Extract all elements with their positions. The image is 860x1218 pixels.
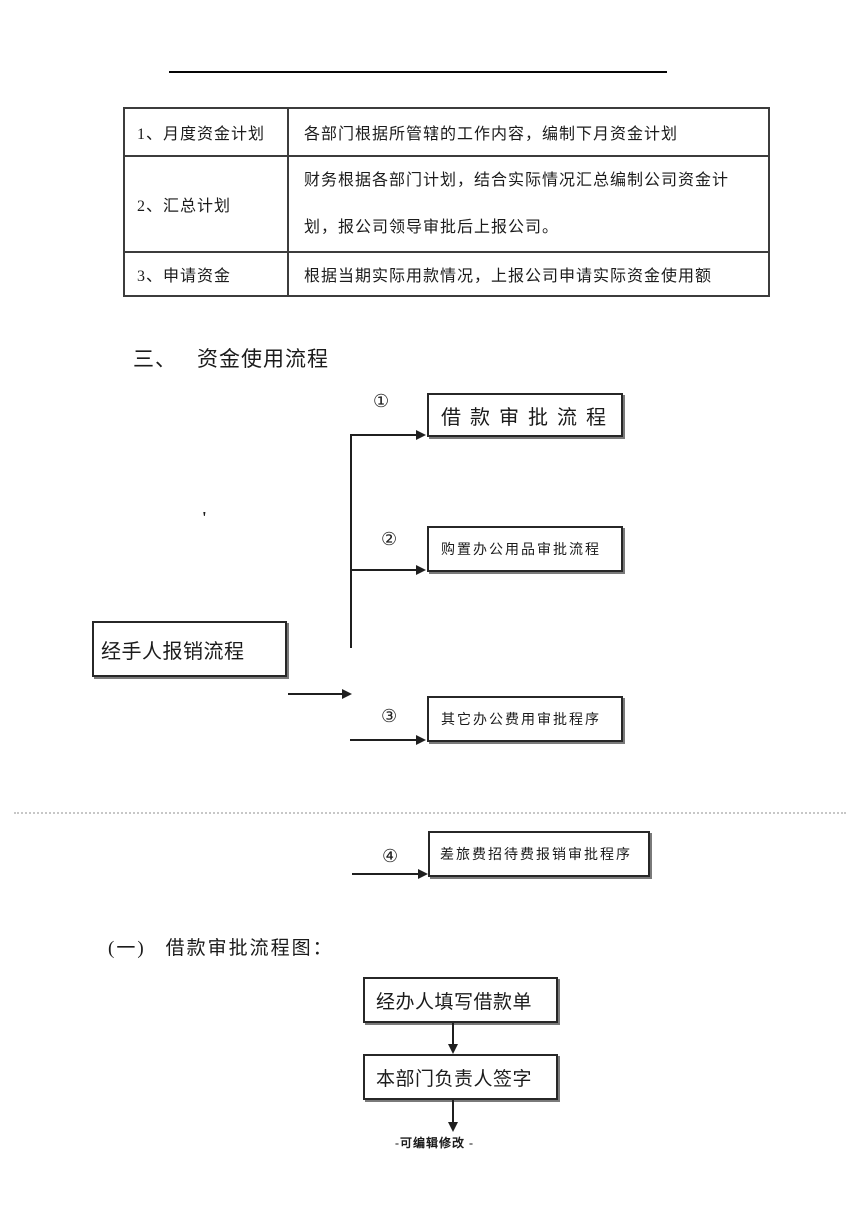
fund-plan-table: 1、月度资金计划 各部门根据所管辖的工作内容，编制下月资金计划 2、汇总计划 财…: [123, 107, 770, 297]
top-horizontal-rule: [169, 71, 667, 73]
flow-box-handler-reimbursement: 经手人报销流程: [92, 621, 287, 677]
flow-box-department-head-sign: 本部门负责人签字: [363, 1054, 558, 1100]
arrowhead-right-icon: [418, 869, 428, 879]
connector-line: [350, 569, 418, 571]
section-heading: 三、资金使用流程: [133, 343, 329, 373]
table-cell-content: 财务根据各部门计划，结合实际情况汇总编制公司资金计 划，报公司领导审批后上报公司…: [287, 155, 770, 253]
table-cell-label: 3、申请资金: [123, 251, 289, 297]
arrowhead-right-icon: [416, 430, 426, 440]
branch-number-2: ②: [381, 529, 398, 549]
connector-line: [288, 693, 344, 695]
table-row: 3、申请资金 根据当期实际用款情况，上报公司申请实际资金使用额: [123, 251, 770, 297]
arrowhead-right-icon: [416, 735, 426, 745]
table-cell-label: 2、汇总计划: [123, 155, 289, 253]
table-row: 1、月度资金计划 各部门根据所管辖的工作内容，编制下月资金计划: [123, 107, 770, 157]
branch-number-4: ④: [382, 846, 399, 866]
content-line: 财务根据各部门计划，结合实际情况汇总编制公司资金计: [304, 172, 730, 189]
flow-box-fill-borrow-form: 经办人填写借款单: [363, 977, 558, 1023]
branch-number-1: ①: [373, 391, 390, 411]
connector-line: [452, 1023, 454, 1046]
stray-mark: ': [202, 508, 207, 527]
table-cell-content: 各部门根据所管辖的工作内容，编制下月资金计划: [287, 107, 770, 157]
connector-line: [352, 873, 418, 875]
content-line: 划，报公司领导审批后上报公司。: [304, 219, 560, 236]
arrowhead-down-icon: [448, 1122, 458, 1132]
subsection-heading: (一) 借款审批流程图：: [108, 933, 334, 960]
footer-text: -可编辑修改 -: [395, 1136, 474, 1150]
table-cell-label: 1、月度资金计划: [123, 107, 289, 157]
page-break-dotted-line: [14, 812, 846, 814]
flow-box-borrow-approval: 借款审批流程: [427, 393, 623, 437]
arrowhead-down-icon: [448, 1044, 458, 1054]
subsection-number: (一): [108, 938, 146, 959]
subsection-title: 借款审批流程图：: [165, 938, 334, 959]
arrowhead-right-icon: [416, 565, 426, 575]
table-row: 2、汇总计划 财务根据各部门计划，结合实际情况汇总编制公司资金计 划，报公司领导…: [123, 155, 770, 253]
section-title: 资金使用流程: [197, 347, 329, 371]
connector-line: [350, 434, 418, 436]
table-cell-content: 根据当期实际用款情况，上报公司申请实际资金使用额: [287, 251, 770, 297]
flow-box-office-supplies-approval: 购置办公用品审批流程: [427, 526, 623, 572]
flow-box-travel-entertainment-expense: 差旅费招待费报销审批程序: [428, 831, 650, 877]
section-number: 三、: [133, 347, 177, 371]
connector-line: [452, 1100, 454, 1124]
flow-box-other-office-expense: 其它办公费用审批程序: [427, 696, 623, 742]
arrowhead-right-icon: [342, 689, 352, 699]
connector-line: [350, 739, 418, 741]
branch-number-3: ③: [381, 706, 398, 726]
branch-trunk-line: [350, 435, 352, 648]
